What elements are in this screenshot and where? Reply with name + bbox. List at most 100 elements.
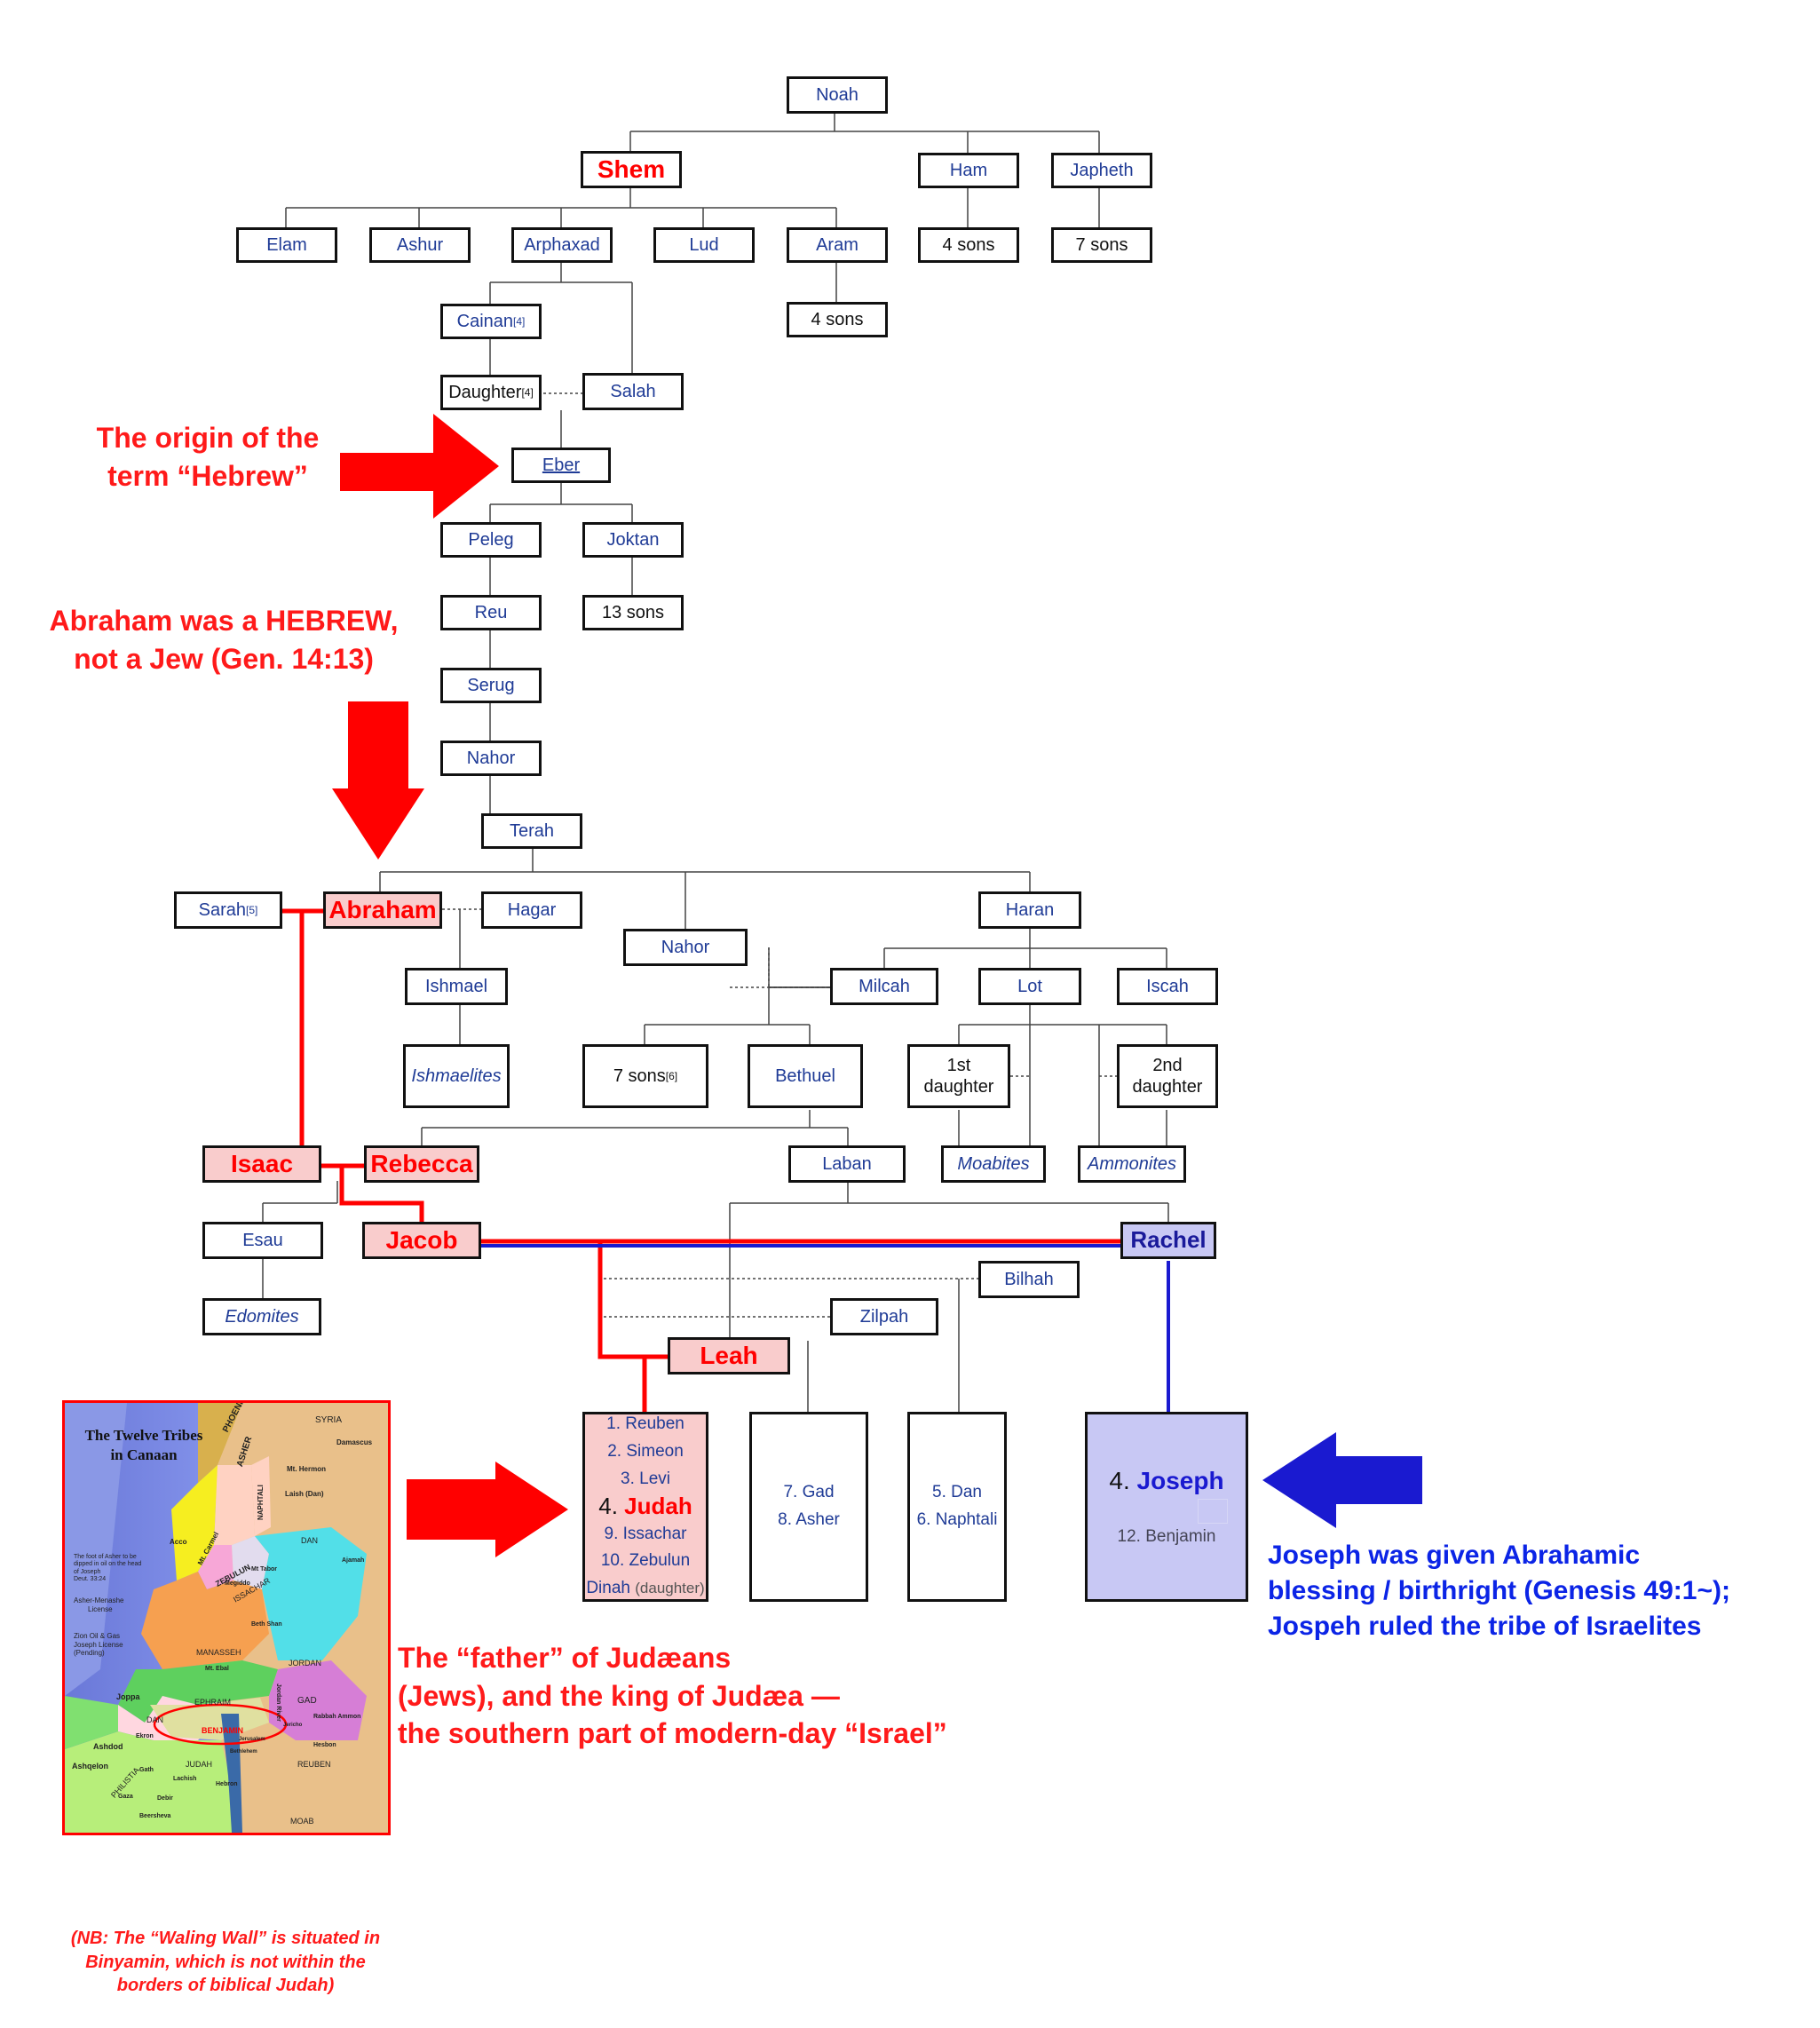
nahor-sons[interactable]: 7 sons[6] — [582, 1044, 708, 1108]
tribe-levi[interactable]: 3. Levi — [621, 1469, 670, 1488]
person-nahor[interactable]: Nahor — [440, 741, 542, 776]
group-ishmaelites[interactable]: Ishmaelites — [403, 1044, 510, 1108]
label-damascus: Damascus — [336, 1438, 373, 1446]
person-milcah[interactable]: Milcah — [830, 968, 938, 1005]
foot-line1: The foot of Asher to be — [74, 1554, 137, 1560]
label-foot-of-asher: The foot of Asher to be dipped in oil on… — [74, 1554, 141, 1584]
group-ammonites[interactable]: Ammonites — [1078, 1145, 1186, 1183]
person-bilhah[interactable]: Bilhah — [978, 1261, 1080, 1298]
note-judah: The “father” of Judæans (Jews), and the … — [398, 1639, 1037, 1753]
tribe-judah[interactable]: 4. Judah — [598, 1493, 692, 1520]
person-lud[interactable]: Lud — [653, 227, 755, 263]
person-arphaxad[interactable]: Arphaxad — [511, 227, 613, 263]
person-joktan[interactable]: Joktan — [582, 522, 684, 558]
label-jordan: JORDAN — [289, 1659, 322, 1668]
person-cainan[interactable]: Cainan[4] — [440, 304, 542, 339]
person-salah[interactable]: Salah — [582, 373, 684, 410]
tribe-joseph[interactable]: 4. Joseph — [1109, 1466, 1223, 1496]
am-line2: License — [88, 1604, 113, 1613]
person-isaac[interactable]: Isaac — [202, 1145, 321, 1183]
label-moab: MOAB — [290, 1817, 314, 1826]
person-nahor-2[interactable]: Nahor — [623, 929, 748, 966]
daughter-dinah[interactable]: Dinah (daughter) — [586, 1579, 704, 1599]
label-carmel: Mt. Carmel — [196, 1530, 221, 1567]
zion-line2: Joseph License — [74, 1640, 123, 1649]
person-zilpah[interactable]: Zilpah — [830, 1298, 938, 1335]
zion-line1: Zion Oil & Gas — [74, 1632, 121, 1640]
label-jericho: Jericho — [283, 1723, 303, 1728]
lot-second-daughter[interactable]: 2nd daughter — [1117, 1044, 1218, 1108]
person-reu[interactable]: Reu — [440, 595, 542, 630]
person-ham[interactable]: Ham — [918, 153, 1019, 188]
note-joseph-line2: blessing / birthright (Genesis 49:1~); — [1268, 1575, 1730, 1605]
label-laish: Laish (Dan) — [285, 1490, 324, 1498]
tribe-naphtali[interactable]: 6. Naphtali — [916, 1510, 998, 1529]
person-rachel[interactable]: Rachel — [1120, 1222, 1216, 1259]
label-dan-south: DAN — [146, 1715, 164, 1724]
tribe-issachar[interactable]: 9. Issachar — [604, 1524, 687, 1543]
person-terah[interactable]: Terah — [481, 813, 582, 849]
note-joseph-line1: Joseph was given Abrahamic — [1268, 1541, 1641, 1570]
dinah-name: Dinah — [586, 1579, 630, 1598]
person-rebecca[interactable]: Rebecca — [364, 1145, 479, 1183]
person-japheth[interactable]: Japheth — [1051, 153, 1152, 188]
map-regions — [65, 1403, 388, 1833]
label-dan-north: DAN — [301, 1536, 319, 1545]
person-noah[interactable]: Noah — [787, 76, 888, 114]
group-moabites[interactable]: Moabites — [941, 1145, 1046, 1183]
person-haran[interactable]: Haran — [978, 891, 1081, 929]
person-laban[interactable]: Laban — [788, 1145, 906, 1183]
note-hebrew-line1: The origin of the — [96, 422, 320, 454]
note-judah-line2: (Jews), and the king of Judæa — — [398, 1679, 840, 1712]
person-iscah[interactable]: Iscah — [1117, 968, 1218, 1005]
ref-sarah[interactable]: [5] — [246, 903, 258, 916]
person-elam[interactable]: Elam — [236, 227, 337, 263]
label-beersheva: Beersheva — [139, 1813, 171, 1819]
person-ishmael[interactable]: Ishmael — [405, 968, 508, 1005]
tribe-zebulun[interactable]: 10. Zebulun — [600, 1551, 691, 1571]
person-hagar[interactable]: Hagar — [481, 891, 582, 929]
label-gad: GAD — [297, 1696, 317, 1706]
person-esau[interactable]: Esau — [202, 1222, 323, 1259]
judah-number: 4. — [598, 1493, 618, 1520]
tribe-asher[interactable]: 8. Asher — [778, 1510, 840, 1529]
tribe-reuben[interactable]: 1. Reuben — [606, 1414, 684, 1434]
joseph-empty-frame — [1198, 1499, 1228, 1525]
person-sarah[interactable]: Sarah[5] — [174, 891, 282, 929]
person-aram[interactable]: Aram — [787, 227, 888, 263]
ref-cainan[interactable]: [4] — [513, 314, 526, 328]
judah-name: Judah — [624, 1493, 692, 1520]
map-labels: SYRIA Damascus PHOENICIA Mt. Hermon Lais… — [65, 1403, 388, 1833]
person-leah[interactable]: Leah — [668, 1337, 790, 1374]
joktan-sons: 13 sons — [582, 595, 684, 630]
label-ekron: Ekron — [136, 1733, 154, 1739]
foot-line4: Deut. 33:24 — [74, 1576, 107, 1583]
person-shem[interactable]: Shem — [581, 151, 682, 188]
arrow-hebrew — [340, 414, 499, 519]
person-serug[interactable]: Serug — [440, 668, 542, 703]
map-title: The Twelve Tribes in Canaan — [70, 1426, 218, 1465]
map-twelve-tribes[interactable]: The Twelve Tribes in Canaan SYRIA Damasc… — [62, 1400, 391, 1835]
ref-nahor-sons[interactable]: [6] — [665, 1069, 678, 1082]
person-ashur[interactable]: Ashur — [369, 227, 471, 263]
person-abraham[interactable]: Abraham — [323, 891, 442, 929]
label-joppa: Joppa — [116, 1692, 140, 1701]
lot-first-daughter[interactable]: 1st daughter — [907, 1044, 1010, 1108]
person-bethuel[interactable]: Bethuel — [748, 1044, 863, 1108]
label-hermon: Mt. Hermon — [287, 1465, 326, 1473]
tribe-simeon[interactable]: 2. Simeon — [607, 1441, 684, 1461]
arrow-joseph — [1262, 1432, 1422, 1528]
person-jacob[interactable]: Jacob — [362, 1222, 481, 1259]
person-peleg[interactable]: Peleg — [440, 522, 542, 558]
label-jerusalem: Jerusalem — [239, 1737, 265, 1742]
ref-daughter[interactable]: [4] — [521, 385, 534, 399]
tribe-gad[interactable]: 7. Gad — [783, 1483, 835, 1502]
label-bethlehem: Bethlehem — [230, 1749, 257, 1755]
tribe-benjamin[interactable]: 12. Benjamin — [1117, 1527, 1216, 1547]
person-eber[interactable]: Eber — [511, 448, 611, 483]
person-daughter[interactable]: Daughter[4] — [440, 375, 542, 410]
label-hesbon: Hesbon — [313, 1742, 336, 1748]
group-edomites[interactable]: Edomites — [202, 1298, 321, 1335]
person-lot[interactable]: Lot — [978, 968, 1081, 1005]
tribe-dan[interactable]: 5. Dan — [932, 1483, 982, 1502]
